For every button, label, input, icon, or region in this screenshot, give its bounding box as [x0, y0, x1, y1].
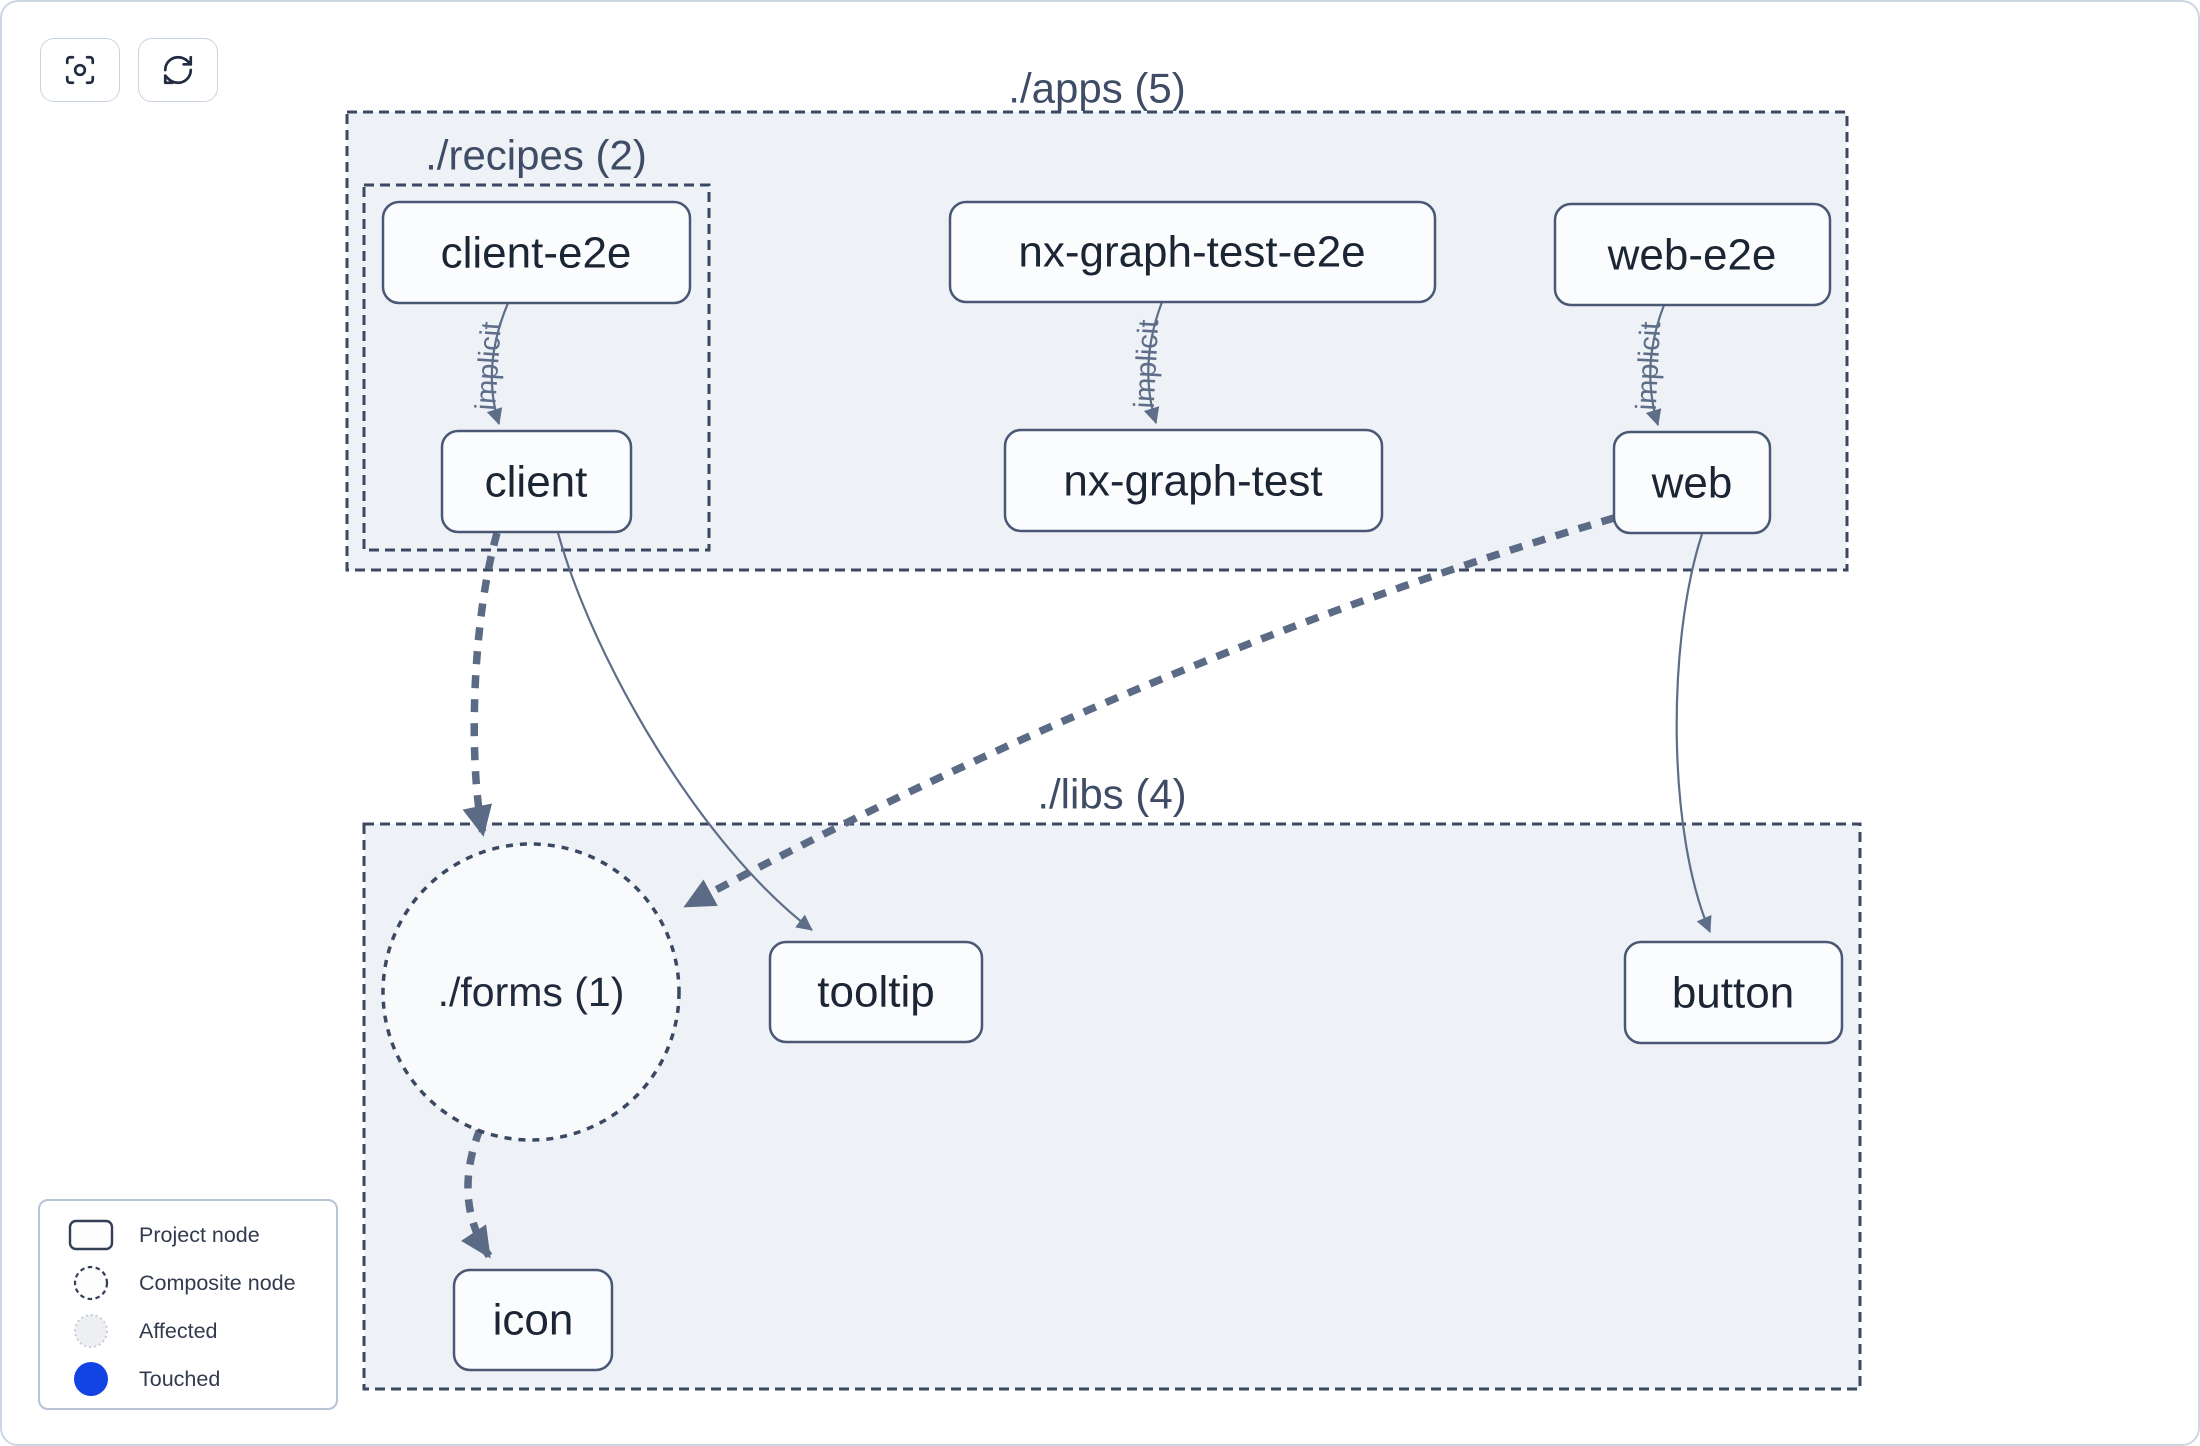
edge-implicit-label: implicit	[1631, 321, 1668, 411]
node-client-e2e-label: client-e2e	[441, 229, 632, 278]
project-node-swatch-icon	[68, 1219, 114, 1251]
node-web-e2e-label: web-e2e	[1607, 231, 1777, 280]
edge-implicit-label: implicit	[470, 321, 508, 412]
composite-node-forms-label: ./forms (1)	[438, 969, 625, 1015]
legend-item-composite-node: Composite node	[40, 1259, 336, 1307]
group-recipes[interactable]	[362, 183, 711, 552]
node-web-label: web	[1651, 459, 1733, 508]
legend-item-affected: Affected	[40, 1307, 336, 1355]
group-recipes-label: ./recipes (2)	[425, 132, 647, 179]
center-graph-icon	[65, 55, 95, 85]
node-nx-graph-test[interactable]: nx-graph-test	[1003, 428, 1384, 533]
group-libs-label: ./libs (4)	[1037, 771, 1186, 818]
legend-label: Affected	[139, 1318, 218, 1343]
node-icon[interactable]: icon	[452, 1268, 614, 1372]
edge-client-to-forms[interactable]	[462, 531, 501, 837]
node-tooltip-label: tooltip	[817, 968, 934, 1017]
edge-web-to-button[interactable]	[1675, 533, 1712, 933]
edge-implicit-label: implicit	[1129, 319, 1166, 409]
node-client-e2e[interactable]: client-e2e	[381, 200, 692, 305]
legend-item-touched: Touched	[40, 1355, 336, 1403]
touched-swatch-icon	[74, 1362, 108, 1396]
legend-panel: Project node Composite node Affected Tou…	[38, 1199, 338, 1410]
node-client[interactable]: client	[440, 429, 633, 534]
refresh-button[interactable]	[138, 38, 218, 102]
legend-label: Touched	[139, 1366, 221, 1391]
node-web[interactable]: web	[1612, 430, 1772, 535]
edge-client-e2e-to-client[interactable]	[486, 302, 510, 425]
edge-client-to-tooltip[interactable]	[556, 532, 813, 931]
refresh-icon	[163, 55, 193, 85]
group-apps-label: ./apps (5)	[1008, 65, 1185, 112]
composite-node-forms-circle[interactable]	[381, 842, 681, 1142]
edge-web-e2e-to-web[interactable]	[1645, 304, 1666, 426]
node-nx-graph-test-e2e-label: nx-graph-test-e2e	[1018, 228, 1365, 277]
composite-node-swatch-icon	[73, 1265, 109, 1301]
legend-item-project-node: Project node	[40, 1211, 336, 1259]
composite-node-forms[interactable]: ./forms (1)	[381, 842, 681, 1142]
affected-swatch-icon	[74, 1314, 108, 1348]
node-nx-graph-test-e2e[interactable]: nx-graph-test-e2e	[948, 200, 1437, 304]
graph-toolbar	[40, 38, 218, 102]
node-client-label: client	[485, 458, 588, 507]
edge-nx-graph-test-e2e-to-nx-graph-test[interactable]	[1143, 301, 1164, 424]
node-icon-label: icon	[493, 1296, 574, 1345]
node-nx-graph-test-label: nx-graph-test	[1063, 457, 1322, 506]
legend-label: Project node	[139, 1222, 260, 1247]
node-web-e2e[interactable]: web-e2e	[1553, 202, 1832, 307]
node-tooltip[interactable]: tooltip	[768, 940, 984, 1044]
node-button-label: button	[1672, 969, 1794, 1018]
node-button[interactable]: button	[1623, 940, 1844, 1045]
center-graph-button[interactable]	[40, 38, 120, 102]
legend-label: Composite node	[139, 1270, 296, 1295]
